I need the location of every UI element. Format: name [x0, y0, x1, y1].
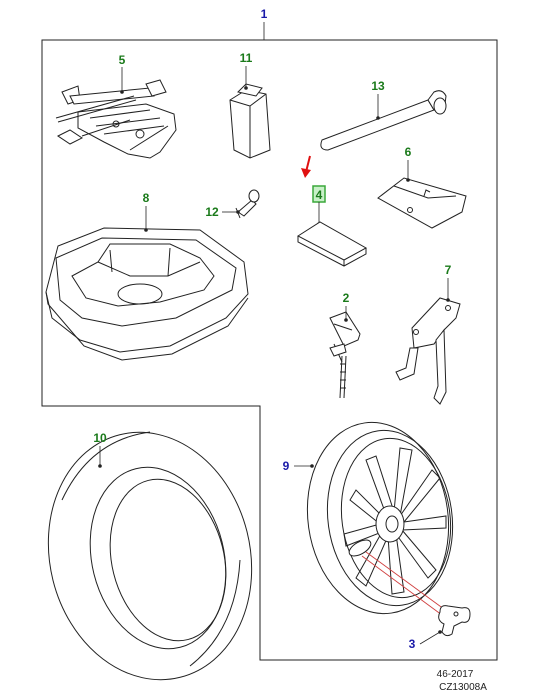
callout-10[interactable]: 10	[93, 431, 107, 468]
callout-9[interactable]: 9	[283, 459, 314, 473]
svg-text:9: 9	[283, 459, 290, 473]
spare-tyre[interactable]	[23, 411, 278, 699]
mounting-bracket[interactable]	[395, 297, 461, 405]
callout-6[interactable]: 6	[405, 145, 412, 182]
svg-text:6: 6	[405, 145, 412, 159]
svg-text:8: 8	[143, 191, 150, 205]
callout-3[interactable]: 3	[409, 630, 442, 651]
svg-text:2: 2	[343, 291, 350, 305]
storage-tray[interactable]	[45, 227, 249, 361]
wheel-brace[interactable]	[320, 90, 447, 151]
leader-lines-3	[361, 551, 449, 619]
callout-8[interactable]: 8	[143, 191, 150, 232]
svg-text:7: 7	[445, 263, 452, 277]
alloy-wheel[interactable]	[295, 413, 463, 623]
callout-7[interactable]: 7	[445, 263, 452, 302]
scissor-jack[interactable]	[55, 79, 177, 159]
label-card[interactable]	[297, 221, 368, 267]
callout-1[interactable]: 1	[261, 7, 268, 40]
clamp-bolt[interactable]	[329, 311, 361, 399]
assembly-frame	[41, 39, 498, 661]
svg-text:4: 4	[316, 188, 323, 202]
footer-code-1: 46-2017	[437, 669, 474, 680]
locking-key[interactable]	[438, 605, 471, 637]
svg-text:13: 13	[371, 79, 385, 93]
svg-text:5: 5	[119, 53, 126, 67]
highlight-arrow-icon	[301, 155, 311, 178]
tool-pouch[interactable]	[229, 83, 271, 159]
callout-12[interactable]: 12	[205, 205, 240, 219]
svg-text:11: 11	[240, 51, 253, 65]
callout-2[interactable]: 2	[343, 291, 350, 322]
svg-text:1: 1	[261, 7, 268, 21]
callout-4[interactable]: 4	[312, 185, 326, 226]
svg-text:12: 12	[205, 205, 219, 219]
tyre-valve[interactable]	[235, 189, 260, 219]
cover-plate[interactable]	[377, 177, 467, 229]
callout-13[interactable]: 13	[371, 79, 385, 120]
footer-code-2: CZ13008A	[439, 682, 487, 693]
svg-text:3: 3	[409, 637, 416, 651]
callout-11[interactable]: 11	[240, 51, 253, 90]
callout-5[interactable]: 5	[119, 53, 126, 94]
svg-text:10: 10	[93, 431, 107, 445]
